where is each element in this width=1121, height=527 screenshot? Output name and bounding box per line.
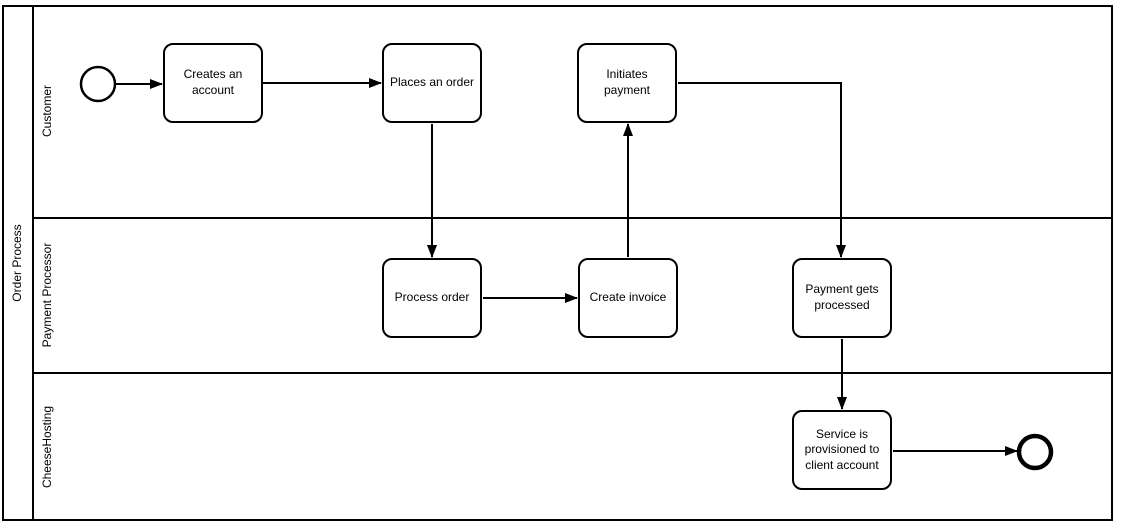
lane-divider-customer-paymentprocessor [33, 217, 1113, 219]
flow-initiates-payment-to-payment-processed[interactable] [678, 82, 846, 258]
task-create-invoice[interactable]: Create invoice [578, 258, 678, 338]
start-event[interactable] [79, 65, 117, 103]
task-initiates-payment[interactable]: Initiates payment [577, 43, 677, 123]
task-places-order[interactable]: Places an order [382, 43, 482, 123]
task-creates-account[interactable]: Creates an account [163, 43, 263, 123]
task-create-invoice-label: Create invoice [589, 290, 667, 305]
lane-divider-paymentprocessor-cheesehosting [33, 372, 1113, 374]
task-payment-processed[interactable]: Payment gets processed [792, 258, 892, 338]
end-event[interactable] [1016, 433, 1054, 471]
task-creates-account-label: Creates an account [183, 67, 243, 97]
pool-order-process [2, 5, 1113, 521]
task-process-order[interactable]: Process order [382, 258, 482, 338]
task-payment-processed-label: Payment gets processed [805, 282, 879, 312]
task-initiates-payment-label: Initiates payment [603, 67, 651, 97]
pool-header-divider [32, 5, 34, 521]
task-places-order-label: Places an order [389, 75, 475, 90]
task-service-provisioned[interactable]: Service is provisioned to client account [792, 410, 892, 490]
task-service-provisioned-label: Service is provisioned to client account [804, 426, 880, 472]
task-process-order-label: Process order [394, 290, 470, 305]
